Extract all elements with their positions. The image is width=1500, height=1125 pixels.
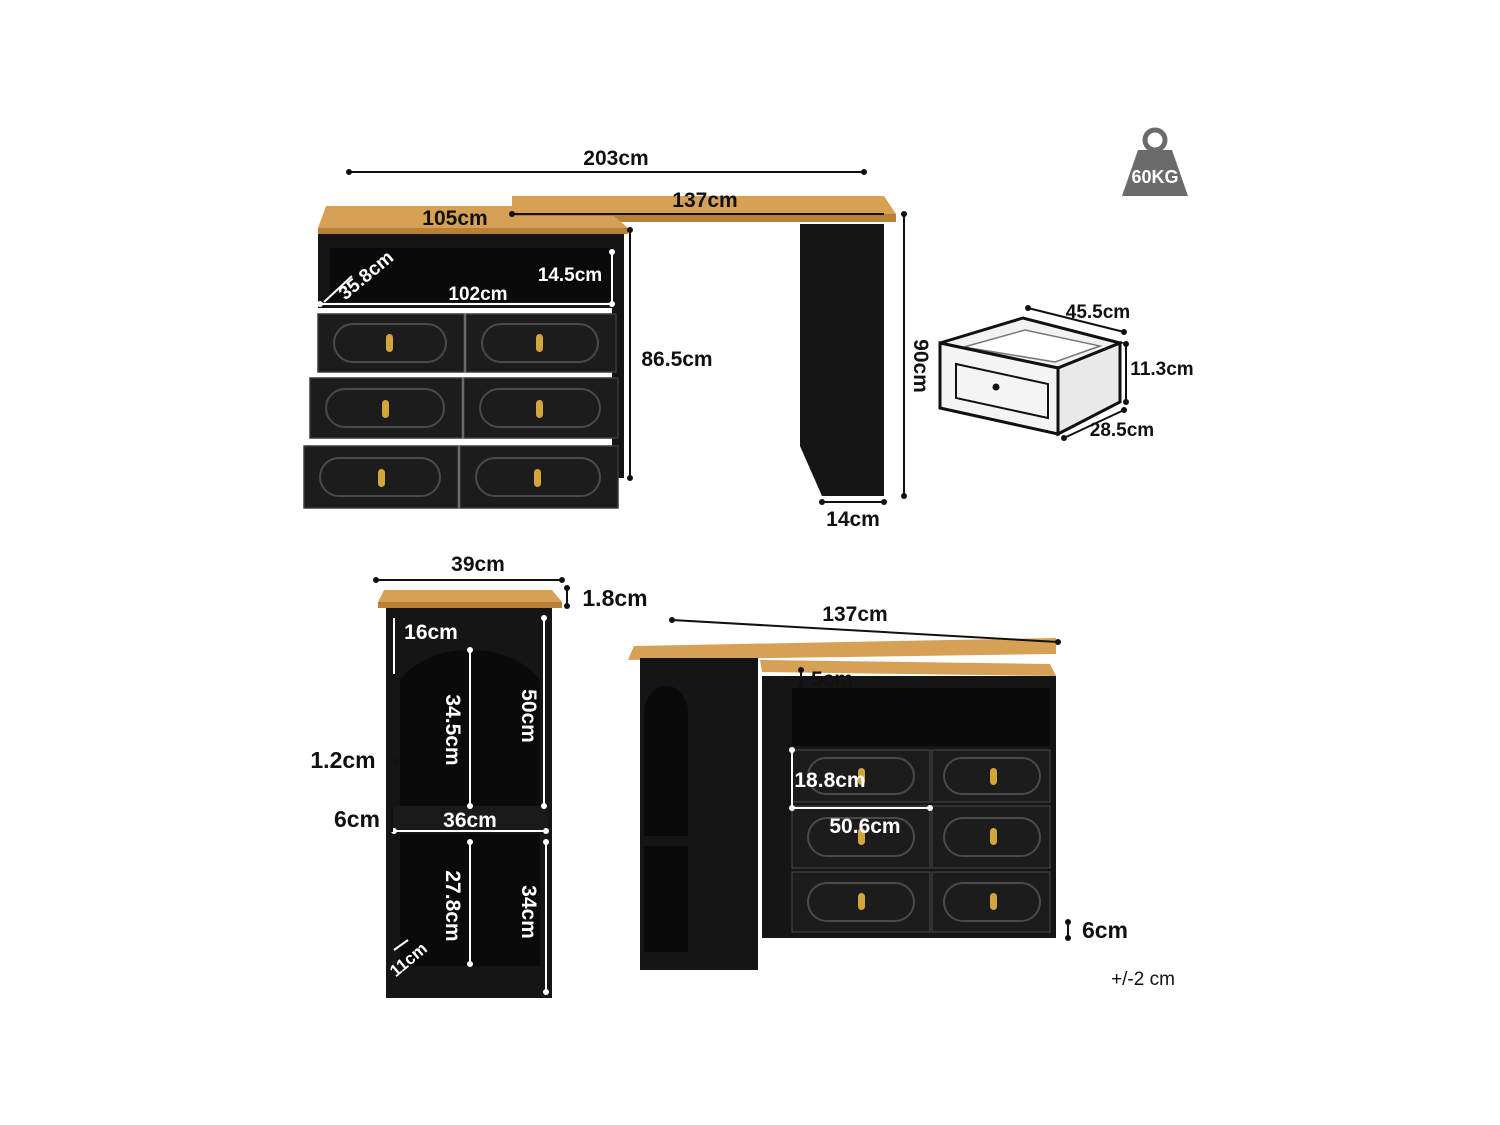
side-width-label: 39cm bbox=[451, 553, 505, 576]
desk-top-width-label: 137cm bbox=[672, 189, 737, 212]
desk-leg-panel bbox=[800, 224, 884, 496]
drawer-oval-trim bbox=[319, 457, 441, 497]
drawer-handle bbox=[382, 400, 389, 418]
drawer-handle bbox=[378, 469, 385, 487]
total-height-label: 90cm bbox=[909, 339, 932, 393]
tolerance-note: +/-2 cm bbox=[1111, 969, 1175, 990]
divider-height-label: 6cm bbox=[334, 806, 380, 832]
upper-inner-height-label: 34.5cm bbox=[441, 694, 464, 765]
drawer-oval-trim bbox=[943, 882, 1041, 922]
cabinet-shelf-recess bbox=[330, 248, 612, 302]
drawer-oval-trim bbox=[807, 882, 915, 922]
drawer-width-label: 45.5cm bbox=[1066, 302, 1130, 323]
drawer-detail-view: 45.5cm 11.3cm 28.5cm bbox=[938, 302, 1194, 441]
drawer-handle bbox=[858, 828, 865, 845]
foot-depth-line bbox=[393, 939, 409, 951]
drawer-handle bbox=[536, 400, 543, 418]
folded-cabinet-top bbox=[760, 660, 1056, 676]
leg-width-label: 14cm bbox=[826, 508, 880, 531]
cabinet-top-width-label: 105cm bbox=[422, 207, 487, 230]
base-height-label: 6cm bbox=[1082, 917, 1128, 943]
upper-outer-height-label: 50cm bbox=[517, 689, 540, 743]
drawer-handle bbox=[536, 334, 543, 352]
drawer-handle bbox=[534, 469, 541, 487]
desk-top-edge bbox=[512, 214, 896, 222]
folded-open-shelf bbox=[792, 688, 1050, 746]
drawer-oval-trim bbox=[475, 457, 601, 497]
panel-thickness-label: 1.2cm bbox=[310, 747, 375, 773]
end-arch-opening bbox=[644, 686, 688, 836]
side-view: 39cm 1.8cm 16cm 34.5cm 50cm 1.2cm 6cm 36… bbox=[310, 553, 648, 998]
drawer-width-line bbox=[1027, 307, 1125, 333]
drawer-oval-trim bbox=[943, 757, 1041, 795]
drawer-oval-trim bbox=[807, 817, 915, 857]
arch-offset-label: 16cm bbox=[404, 621, 458, 644]
drawer-oval-trim bbox=[807, 757, 915, 795]
middle-divider bbox=[392, 806, 548, 832]
drawer-handle bbox=[990, 828, 997, 845]
drawer-oval-trim bbox=[325, 388, 445, 428]
total-width-label: 203cm bbox=[583, 147, 648, 170]
weight-icon: 60KG bbox=[1122, 127, 1188, 196]
side-top-board bbox=[378, 590, 562, 602]
shelf-height-label: 14.5cm bbox=[538, 265, 602, 286]
shelf-width-label: 102cm bbox=[448, 284, 507, 305]
cabinet-top-board bbox=[318, 206, 628, 228]
drawer-oval-trim bbox=[481, 323, 599, 363]
end-lower-opening bbox=[644, 846, 688, 952]
drawer-handle bbox=[386, 334, 393, 352]
side-top-edge bbox=[378, 602, 562, 608]
drawer-oval-trim bbox=[479, 388, 601, 428]
top-gap-label: 5cm bbox=[811, 668, 853, 691]
drawer-oval-trim bbox=[333, 323, 447, 363]
folded-width-label: 137cm bbox=[822, 603, 887, 626]
drawer-depth-label: 28.5cm bbox=[1090, 420, 1154, 441]
drawer-handle bbox=[858, 768, 865, 785]
desk-top-board bbox=[512, 196, 896, 214]
extended-desk-view: 203cm 105cm 137cm 35.8cm 102cm 14.5cm 86… bbox=[303, 147, 932, 531]
cabinet-top-edge bbox=[318, 228, 628, 234]
drawer-handle bbox=[858, 893, 865, 910]
drawer-width-label: 50.6cm bbox=[829, 815, 900, 838]
lower-outer-height-label: 34cm bbox=[517, 885, 540, 939]
folded-width-line bbox=[671, 619, 1059, 643]
weight-label: 60KG bbox=[1131, 167, 1178, 187]
drawer-handle bbox=[990, 893, 997, 910]
folded-desk-top bbox=[628, 638, 1056, 660]
folded-cabinet-view: 137cm 5cm 18.8cm 50.6cm 6cm bbox=[628, 603, 1128, 970]
drawer-oval-trim bbox=[943, 817, 1041, 857]
drawer-depth-line bbox=[1063, 409, 1125, 439]
lower-inner-height-label: 27.8cm bbox=[441, 870, 464, 941]
top-thickness-label: 1.8cm bbox=[582, 585, 647, 611]
drawer-height-label: 11.3cm bbox=[1130, 359, 1193, 380]
drawer-height-label: 18.8cm bbox=[794, 769, 865, 792]
cabinet-height-label: 86.5cm bbox=[641, 348, 712, 371]
drawer-handle bbox=[990, 768, 997, 785]
shelf-depth-line bbox=[323, 275, 353, 303]
inner-width-label: 36cm bbox=[443, 809, 497, 832]
